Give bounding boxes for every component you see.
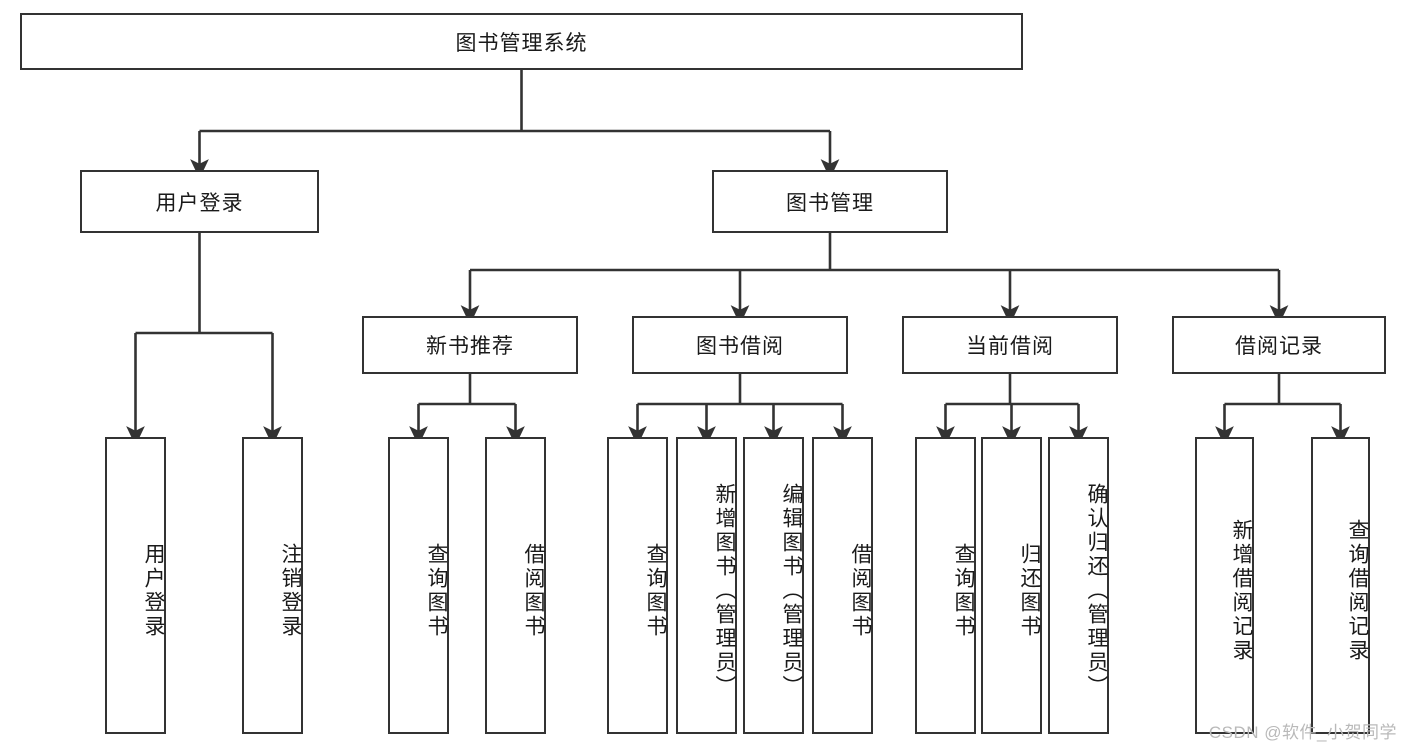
node-label: 确认归还（管理员） bbox=[1085, 482, 1108, 699]
node-current[interactable]: 当前借阅 bbox=[902, 316, 1118, 374]
node-label: 查询图书 bbox=[952, 542, 975, 639]
node-label: 归还图书 bbox=[1018, 542, 1041, 639]
node-leaf10[interactable]: 归还图书 bbox=[981, 437, 1042, 734]
node-label: 注销登录 bbox=[279, 542, 302, 639]
node-records[interactable]: 借阅记录 bbox=[1172, 316, 1386, 374]
node-leaf5[interactable]: 查询图书 bbox=[607, 437, 668, 734]
node-label: 用户登录 bbox=[155, 191, 244, 215]
node-login[interactable]: 用户登录 bbox=[80, 170, 319, 233]
node-newbooks[interactable]: 新书推荐 bbox=[362, 316, 578, 374]
node-label: 查询图书 bbox=[425, 542, 448, 639]
node-bookmgmt[interactable]: 图书管理 bbox=[712, 170, 948, 233]
node-leaf12[interactable]: 新增借阅记录 bbox=[1195, 437, 1254, 734]
node-borrow[interactable]: 图书借阅 bbox=[632, 316, 848, 374]
node-leaf9[interactable]: 查询图书 bbox=[915, 437, 976, 734]
node-leaf11[interactable]: 确认归还（管理员） bbox=[1048, 437, 1109, 734]
node-leaf8[interactable]: 借阅图书 bbox=[812, 437, 873, 734]
node-label: 图书管理 bbox=[786, 191, 874, 215]
node-label: 编辑图书（管理员） bbox=[780, 482, 803, 699]
node-label: 新增借阅记录 bbox=[1230, 518, 1253, 663]
node-label: 借阅图书 bbox=[522, 542, 545, 639]
node-leaf7[interactable]: 编辑图书（管理员） bbox=[743, 437, 804, 734]
node-label: 借阅图书 bbox=[849, 542, 872, 639]
node-leaf2[interactable]: 注销登录 bbox=[242, 437, 303, 734]
node-leaf1[interactable]: 用户登录 bbox=[105, 437, 166, 734]
node-leaf13[interactable]: 查询借阅记录 bbox=[1311, 437, 1370, 734]
node-label: 图书管理系统 bbox=[455, 31, 588, 55]
node-label: 查询借阅记录 bbox=[1346, 518, 1369, 663]
node-label: 图书借阅 bbox=[696, 335, 784, 358]
node-root[interactable]: 图书管理系统 bbox=[20, 13, 1023, 70]
node-label: 新增图书（管理员） bbox=[713, 482, 736, 699]
node-label: 查询图书 bbox=[644, 542, 667, 639]
node-leaf6[interactable]: 新增图书（管理员） bbox=[676, 437, 737, 734]
node-label: 当前借阅 bbox=[966, 335, 1054, 358]
node-label: 新书推荐 bbox=[426, 335, 514, 358]
node-label: 借阅记录 bbox=[1235, 335, 1323, 358]
node-label: 用户登录 bbox=[142, 542, 165, 639]
watermark-text: CSDN @软件_小贺同学 bbox=[1208, 723, 1397, 742]
node-leaf4[interactable]: 借阅图书 bbox=[485, 437, 546, 734]
connector-lines bbox=[126, 70, 1350, 446]
node-leaf3[interactable]: 查询图书 bbox=[388, 437, 449, 734]
